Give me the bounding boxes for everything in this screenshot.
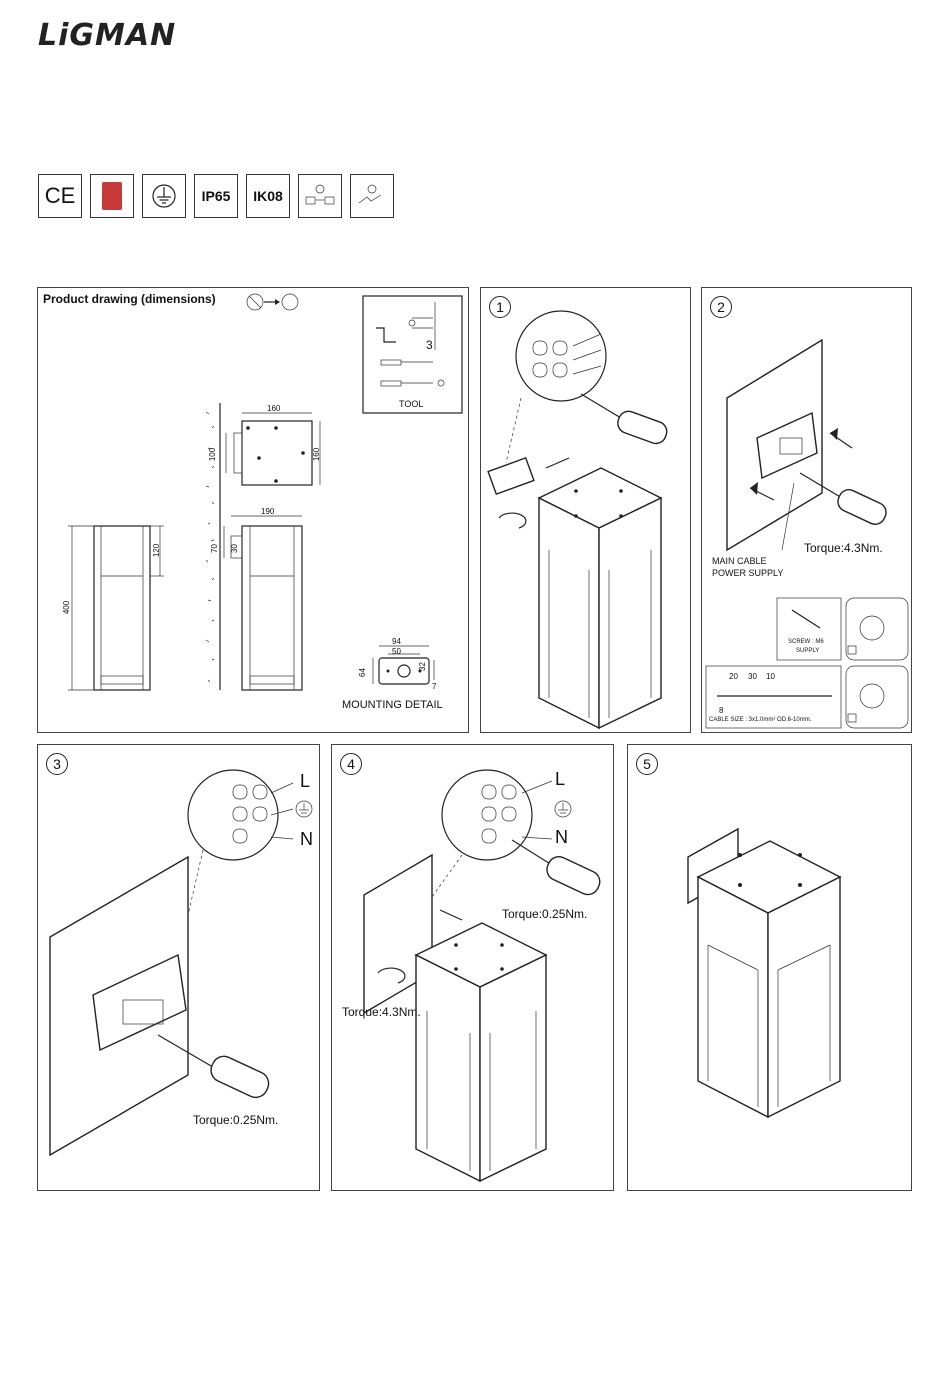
disassembly-icon bbox=[247, 294, 298, 310]
mount-width-94: 94 bbox=[392, 637, 401, 646]
live-label: L bbox=[300, 771, 310, 792]
dim-height: 400 bbox=[62, 601, 71, 614]
mount-width-50: 50 bbox=[392, 647, 401, 656]
mounting-detail-label: MOUNTING DETAIL bbox=[342, 699, 443, 711]
torque-label: Torque:4.3Nm. bbox=[804, 541, 883, 555]
ce-mark-icon: CE bbox=[38, 174, 82, 218]
neutral-label: N bbox=[555, 827, 568, 848]
mount-height-32: 32 bbox=[418, 662, 427, 671]
terminal-block-zoom bbox=[516, 311, 606, 401]
dim-plate-offset: 100 bbox=[208, 448, 217, 461]
step-4-panel: 4 L N Torque:0.25Nm. Torque:4.3Nm. bbox=[331, 744, 614, 1191]
strip-8: 8 bbox=[719, 706, 723, 715]
arrow-icon bbox=[440, 910, 462, 920]
side-elevation-drawing bbox=[224, 516, 302, 690]
ik08-icon: IK08 bbox=[246, 174, 290, 218]
dim-plate-height: 160 bbox=[312, 448, 321, 461]
dim-plate-width: 160 bbox=[267, 404, 280, 413]
certification-icons: CE IP65 IK08 bbox=[38, 174, 394, 218]
earth-ground-icon bbox=[296, 801, 312, 817]
tool-box bbox=[363, 296, 462, 413]
torque-small-label: Torque:0.25Nm. bbox=[502, 907, 587, 921]
lamp-body-drawing bbox=[698, 841, 840, 1117]
mount-hole: 7 bbox=[432, 682, 436, 691]
dim-top-height: 120 bbox=[152, 544, 161, 557]
mount-height-64: 64 bbox=[358, 668, 367, 677]
screwdriver-icon bbox=[581, 394, 670, 446]
flat-screwdriver-icon bbox=[381, 380, 444, 386]
step-5-panel: 5 bbox=[627, 744, 912, 1191]
strip-10: 10 bbox=[766, 672, 775, 681]
cable-size-label: CABLE SIZE : 3x1.0mm² OD.6-10mm. bbox=[709, 717, 811, 723]
power-supply-label: POWER SUPPLY bbox=[712, 568, 783, 578]
main-cable-label: MAIN CABLE bbox=[712, 556, 767, 566]
brand-logo: LiGMAN bbox=[38, 18, 176, 53]
dim-depth: 190 bbox=[261, 507, 274, 516]
screwdriver-icon bbox=[381, 360, 433, 365]
screw-label: SCREW : M6 bbox=[788, 639, 824, 645]
strip-20: 20 bbox=[729, 672, 738, 681]
step-2-panel: 2 Torque:4.3Nm. MAIN CABLE POWER SUPPLY … bbox=[701, 287, 912, 733]
lamp-body-drawing bbox=[416, 923, 546, 1181]
torque-label: Torque:0.25Nm. bbox=[193, 1113, 278, 1127]
strip-30: 30 bbox=[748, 672, 757, 681]
step-3-panel: 3 L N Torque:0.25Nm. bbox=[37, 744, 320, 1191]
lamp-replaceable-icon bbox=[298, 174, 342, 218]
dim-mount-small: 30 bbox=[230, 544, 239, 553]
screw-supply-label: SUPPLY bbox=[796, 648, 819, 654]
tool-label: TOOL bbox=[399, 399, 423, 409]
torque-large-label: Torque:4.3Nm. bbox=[342, 1005, 421, 1019]
lamp-body-drawing bbox=[539, 468, 661, 728]
dim-mount-offset: 70 bbox=[210, 544, 219, 553]
terminal-block-zoom bbox=[442, 770, 552, 860]
product-drawing-panel: Product drawing (dimensions) bbox=[37, 287, 469, 733]
arrow-icon bbox=[830, 428, 852, 448]
wall-plate-drawing bbox=[488, 458, 534, 494]
screwdriver-icon bbox=[512, 840, 603, 898]
tool-dimension: 3 bbox=[426, 338, 433, 352]
arrow-icon bbox=[546, 458, 569, 468]
certification-badge-icon bbox=[90, 174, 134, 218]
screwdriver-icon bbox=[800, 473, 889, 528]
wall-plate-drawing bbox=[226, 413, 320, 485]
driver-replaceable-icon bbox=[350, 174, 394, 218]
earth-ground-icon bbox=[555, 801, 571, 817]
earth-ground-icon bbox=[142, 174, 186, 218]
step-1-panel: 1 bbox=[480, 287, 691, 733]
live-label: L bbox=[555, 769, 565, 790]
correct-check-box-bottom bbox=[846, 666, 908, 728]
ip65-icon: IP65 bbox=[194, 174, 238, 218]
front-elevation-drawing bbox=[68, 526, 164, 690]
rotate-arrow-icon bbox=[499, 513, 526, 528]
correct-check-box-top bbox=[846, 598, 908, 660]
terminal-block-zoom bbox=[188, 770, 293, 860]
neutral-label: N bbox=[300, 829, 313, 850]
